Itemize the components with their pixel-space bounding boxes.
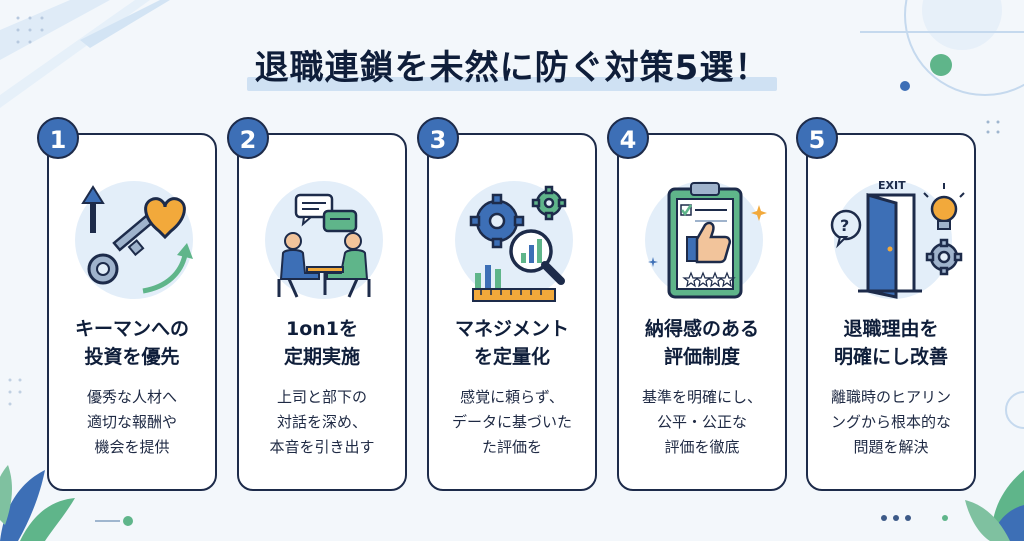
title-line: 定期実施 bbox=[283, 346, 360, 368]
clipboard-thumbs-up-icon bbox=[648, 182, 767, 299]
exit-door-lightbulb-icon: EXIT ? bbox=[830, 179, 965, 299]
card-title: 納得感のある 評価制度 bbox=[619, 315, 785, 371]
card-2: 2 1on1を 定期実施 上司と部下の 対話を深め、 本音を引き出す bbox=[227, 117, 407, 491]
page-title-text: 退職連鎖を未然に防ぐ対策5選！ bbox=[254, 48, 770, 88]
card-1: 1 キーマンへの 投資を優先 優秀な人材へ 適切な報酬や 機会を提供 bbox=[37, 117, 217, 491]
card-title: 1on1を 定期実施 bbox=[239, 315, 405, 371]
desc-line: 機会を提供 bbox=[94, 438, 170, 456]
exit-sign: EXIT bbox=[878, 179, 906, 192]
desc-line: 本音を引き出す bbox=[269, 438, 375, 456]
number-badge: 5 bbox=[796, 117, 838, 159]
title-line: 納得感のある bbox=[644, 318, 759, 340]
title-line: を定量化 bbox=[473, 346, 550, 368]
desc-line: 問題を解決 bbox=[853, 438, 929, 456]
one-on-one-meeting-icon bbox=[277, 193, 371, 298]
title-line: 1on1を bbox=[285, 318, 359, 340]
number-badge: 3 bbox=[417, 117, 459, 159]
title-area: 退職連鎖を未然に防ぐ対策5選！ bbox=[0, 40, 1024, 91]
number-badge: 2 bbox=[227, 117, 269, 159]
title-line: キーマンへの bbox=[74, 318, 189, 340]
gears-magnifier-chart-icon bbox=[469, 185, 567, 302]
desc-line: データに基づいた bbox=[451, 413, 572, 431]
desc-line: ングから根本的な bbox=[830, 413, 951, 431]
title-line: 評価制度 bbox=[663, 346, 740, 368]
title-line: 退職理由を bbox=[843, 318, 939, 340]
card-title: マネジメント を定量化 bbox=[429, 315, 595, 371]
key-heart-growth-icon bbox=[81, 185, 193, 294]
card-4: 4 納得感のある 評価制度 基準を明確にし、 公平・公正な 評価を徹底 bbox=[607, 117, 787, 491]
card-description: 基準を明確にし、 公平・公正な 評価を徹底 bbox=[619, 385, 785, 460]
desc-line: 上司と部下の bbox=[276, 388, 367, 406]
svg-text:?: ? bbox=[840, 216, 849, 235]
card-title: 退職理由を 明確にし改善 bbox=[808, 315, 974, 371]
title-line: 明確にし改善 bbox=[833, 346, 948, 368]
card-description: 離職時のヒアリン ングから根本的な 問題を解決 bbox=[808, 385, 974, 460]
desc-line: 公平・公正な bbox=[656, 413, 747, 431]
card-description: 優秀な人材へ 適切な報酬や 機会を提供 bbox=[49, 385, 215, 460]
title-line: 投資を優先 bbox=[84, 346, 180, 368]
desc-line: 優秀な人材へ bbox=[86, 388, 177, 406]
number-badge: 4 bbox=[607, 117, 649, 159]
title-line: マネジメント bbox=[454, 318, 569, 340]
page-title: 退職連鎖を未然に防ぐ対策5選！ bbox=[246, 40, 778, 91]
desc-line: た評価を bbox=[481, 438, 542, 456]
card-description: 感覚に頼らず、 データに基づいた た評価を bbox=[429, 385, 595, 460]
desc-line: 基準を明確にし、 bbox=[641, 388, 762, 406]
card-title: キーマンへの 投資を優先 bbox=[49, 315, 215, 371]
desc-line: 対話を深め、 bbox=[276, 413, 367, 431]
desc-line: 感覚に頼らず、 bbox=[460, 388, 564, 406]
card-5: 5 EXIT ? 退職理由を 明確にし改善 離職時のヒアリン bbox=[796, 117, 976, 491]
desc-line: 離職時のヒアリン bbox=[830, 388, 951, 406]
card-description: 上司と部下の 対話を深め、 本音を引き出す bbox=[239, 385, 405, 460]
card-3: 3 bbox=[417, 117, 597, 491]
desc-line: 評価を徹底 bbox=[664, 438, 740, 456]
desc-line: 適切な報酬や bbox=[86, 413, 177, 431]
number-badge: 1 bbox=[37, 117, 79, 159]
